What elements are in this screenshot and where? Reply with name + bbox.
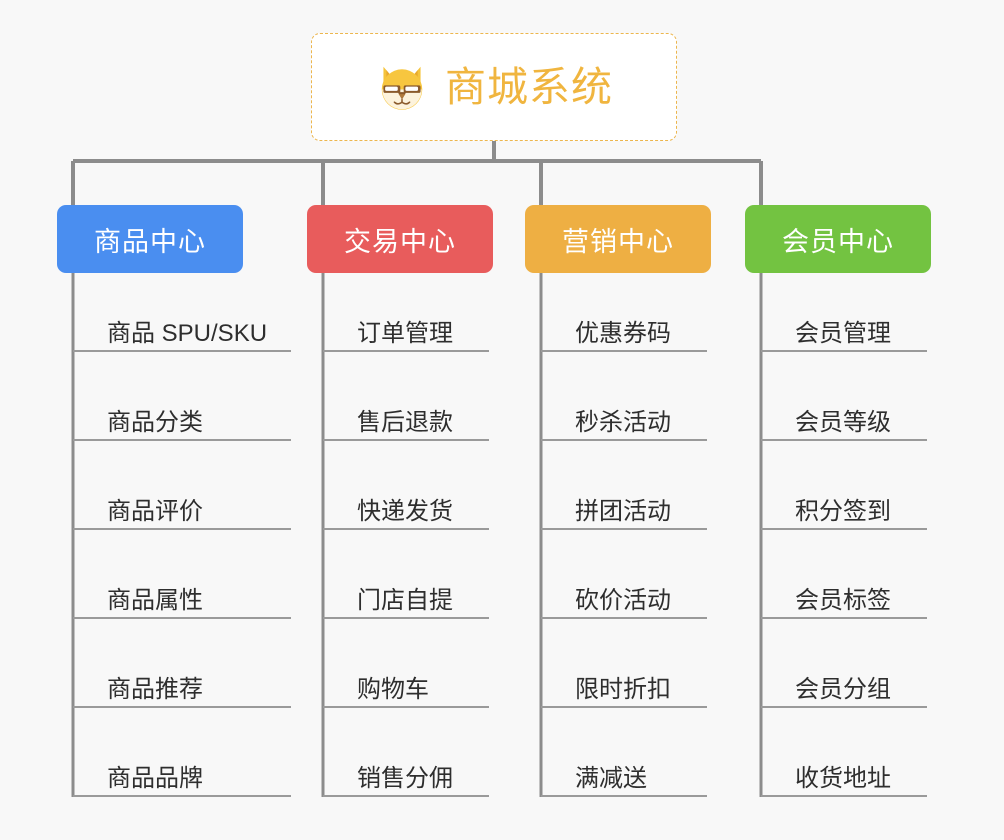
leaf-label: 砍价活动 [575,586,671,614]
leaf-label: 限时折扣 [575,675,671,703]
leaf-item[interactable]: 商品属性 [73,530,291,619]
leaf-item[interactable]: 秒杀活动 [541,352,707,441]
leaf-label: 商品品牌 [107,764,203,792]
leaf-label: 商品 SPU/SKU [107,319,268,347]
leaf-label: 收货地址 [795,764,891,792]
leaf-label: 销售分佣 [357,764,453,792]
root-node[interactable]: 商城系统 [311,33,677,141]
leaf-item[interactable]: 收货地址 [761,708,927,797]
leaf-item[interactable]: 订单管理 [323,263,489,352]
leaf-label: 商品分类 [107,408,203,436]
leaf-label: 商品评价 [107,497,203,525]
leaf-item[interactable]: 积分签到 [761,441,927,530]
leaf-label: 会员等级 [795,408,891,436]
category-box-1[interactable]: 商品中心 [57,205,243,273]
leaf-item[interactable]: 砍价活动 [541,530,707,619]
leaf-item[interactable]: 限时折扣 [541,619,707,708]
shiba-dog-face-icon [381,66,423,110]
leaf-item[interactable]: 售后退款 [323,352,489,441]
leaf-item[interactable]: 销售分佣 [323,708,489,797]
leaf-label: 商品属性 [107,586,203,614]
leaf-item[interactable]: 拼团活动 [541,441,707,530]
category-title: 交易中心 [344,226,456,257]
leaf-item[interactable]: 会员标签 [761,530,927,619]
leaf-item[interactable]: 商品评价 [73,441,291,530]
leaf-item[interactable]: 商品分类 [73,352,291,441]
category-box-3[interactable]: 营销中心 [525,205,711,273]
category-title: 营销中心 [562,226,674,257]
leaf-item[interactable]: 商品推荐 [73,619,291,708]
leaf-item[interactable]: 商品品牌 [73,708,291,797]
category-box-4[interactable]: 会员中心 [745,205,931,273]
root-title: 商城系统 [445,63,613,110]
category-title: 商品中心 [94,226,206,257]
leaf-label: 满减送 [575,764,647,792]
leaf-label: 会员标签 [795,586,891,614]
leaf-label: 积分签到 [795,497,891,525]
category-box-2[interactable]: 交易中心 [307,205,493,273]
leaf-item[interactable]: 会员管理 [761,263,927,352]
leaf-item[interactable]: 快递发货 [323,441,489,530]
leaf-label: 购物车 [357,675,429,703]
leaf-item[interactable]: 会员分组 [761,619,927,708]
leaf-label: 快递发货 [357,497,453,525]
leaf-label: 售后退款 [357,408,453,436]
leaf-label: 商品推荐 [107,675,203,703]
leaf-label: 会员分组 [795,675,891,703]
leaf-label: 门店自提 [357,586,453,614]
leaf-item[interactable]: 门店自提 [323,530,489,619]
category-title: 会员中心 [782,226,894,257]
leaf-label: 优惠券码 [575,319,671,347]
leaf-item[interactable]: 购物车 [323,619,489,708]
leaf-label: 拼团活动 [575,497,671,525]
leaf-label: 订单管理 [357,319,453,347]
leaf-item[interactable]: 满减送 [541,708,707,797]
leaf-item[interactable]: 优惠券码 [541,263,707,352]
leaf-label: 会员管理 [795,319,891,347]
leaf-item[interactable]: 会员等级 [761,352,927,441]
leaf-label: 秒杀活动 [575,408,671,436]
leaf-item[interactable]: 商品 SPU/SKU [73,263,291,352]
